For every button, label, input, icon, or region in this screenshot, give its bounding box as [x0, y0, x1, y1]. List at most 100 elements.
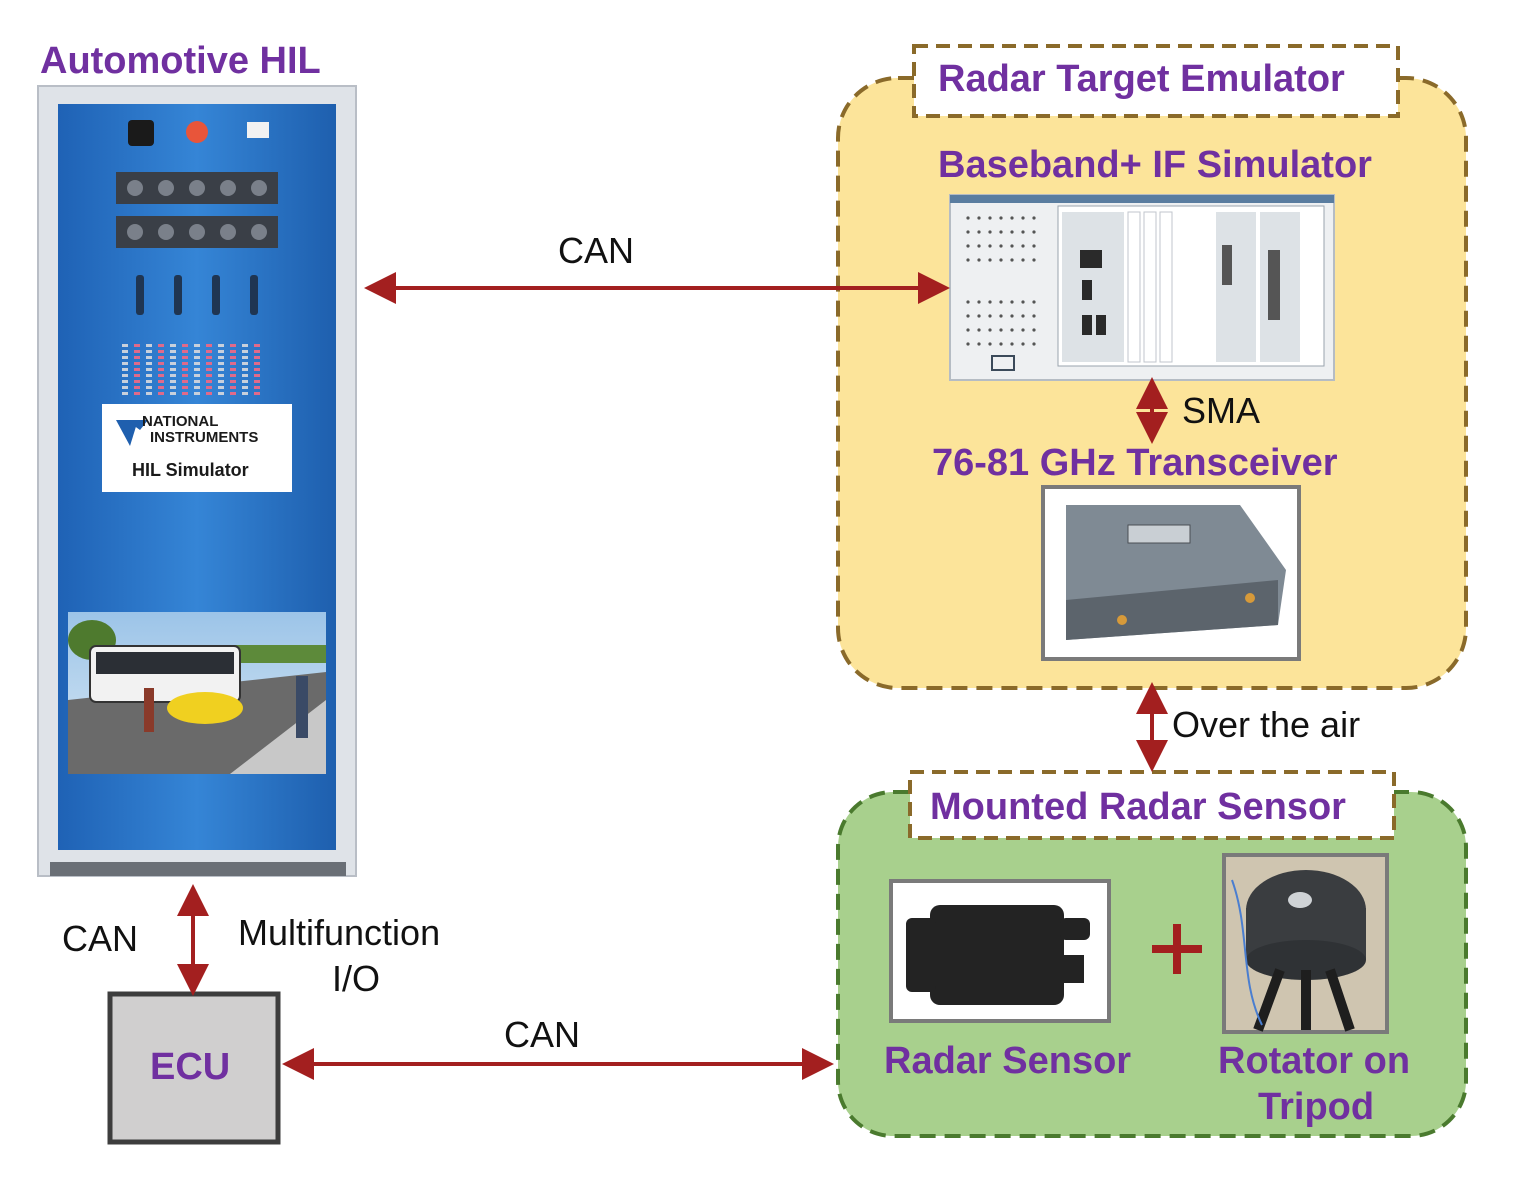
panel-dot [1032, 230, 1036, 234]
breakout-jack [158, 368, 164, 371]
rack-switch-icon [128, 120, 154, 146]
breakout-jack [158, 392, 164, 395]
panel-dot [1021, 314, 1025, 318]
breakout-jack [218, 362, 224, 365]
breakout-jack [182, 362, 188, 365]
breakout-jack [134, 386, 140, 389]
plus-sign-icon [1152, 924, 1202, 974]
io-label: I/O [332, 958, 381, 999]
breakout-jack [218, 392, 224, 395]
breakout-jack [242, 350, 248, 353]
breakout-jack [122, 386, 128, 389]
panel-dot [988, 258, 992, 262]
breakout-jack [194, 344, 200, 347]
breakout-jack [206, 386, 212, 389]
baseband-if-simulator-label: Baseband+ IF Simulator [938, 144, 1372, 186]
panel-dot [999, 230, 1003, 234]
breakout-jack [146, 374, 152, 377]
breakout-jack [194, 350, 200, 353]
panel-dot [1021, 216, 1025, 220]
rotator-tripod-image [1222, 853, 1389, 1034]
panel-dot [966, 216, 970, 220]
breakout-jack [242, 356, 248, 359]
ecu-label: ECU [150, 1046, 231, 1088]
breakout-jack [254, 374, 260, 377]
chassis-panel-dots [966, 216, 1036, 346]
breakout-jack [254, 356, 260, 359]
breakout-jack [146, 386, 152, 389]
traffic-scene-image [68, 612, 326, 774]
panel-dot [1032, 258, 1036, 262]
panel-dot [977, 258, 981, 262]
panel-dot [966, 314, 970, 318]
breakout-jack [146, 362, 152, 365]
breakout-jack [122, 380, 128, 383]
breakout-jack [218, 386, 224, 389]
breakout-jack [254, 362, 260, 365]
emulator-title: Radar Target Emulator [938, 58, 1345, 100]
breakout-jack [254, 386, 260, 389]
breakout-jack [218, 368, 224, 371]
breakout-jack [230, 392, 236, 395]
breakout-jack [254, 392, 260, 395]
panel-dot [1032, 216, 1036, 220]
breakout-jack [146, 380, 152, 383]
breakout-jack [170, 344, 176, 347]
can-label-hil-ecu: CAN [62, 918, 139, 959]
breakout-jack [134, 380, 140, 383]
panel-dot [1010, 258, 1014, 262]
panel-dot [988, 328, 992, 332]
sensor-group-title: Mounted Radar Sensor [930, 786, 1346, 828]
panel-dot [1032, 342, 1036, 346]
breakout-jack [122, 374, 128, 377]
breakout-jack [206, 362, 212, 365]
breakout-jack [206, 356, 212, 359]
breakout-jack [182, 392, 188, 395]
baseband-if-simulator-image [949, 194, 1335, 381]
breakout-jack [122, 392, 128, 395]
breakout-jack [134, 356, 140, 359]
ni-logo-icon [116, 420, 138, 446]
panel-dot [988, 216, 992, 220]
breakout-jack [170, 392, 176, 395]
breakout-jack [242, 392, 248, 395]
panel-dot [977, 314, 981, 318]
panel-dot [988, 244, 992, 248]
breakout-jack [194, 362, 200, 365]
panel-dot [1032, 328, 1036, 332]
panel-dot [999, 258, 1003, 262]
panel-dot [1021, 258, 1025, 262]
breakout-jack [194, 356, 200, 359]
breakout-jack [242, 386, 248, 389]
panel-dot [988, 230, 992, 234]
breakout-jack [206, 344, 212, 347]
breakout-jack [242, 374, 248, 377]
panel-dot [988, 314, 992, 318]
breakout-jack [170, 374, 176, 377]
breakout-jack [170, 380, 176, 383]
panel-dot [1032, 300, 1036, 304]
breakout-jack [206, 392, 212, 395]
hil-rack-image [37, 85, 357, 877]
panel-dot [1010, 244, 1014, 248]
breakout-jack [218, 356, 224, 359]
breakout-jack [158, 374, 164, 377]
breakout-jack [206, 374, 212, 377]
breakout-jack [146, 392, 152, 395]
breakout-jack [254, 368, 260, 371]
panel-dot [966, 258, 970, 262]
breakout-jack [122, 356, 128, 359]
breakout-jack [158, 350, 164, 353]
breakout-jack [230, 374, 236, 377]
transceiver-image [1041, 485, 1301, 661]
breakout-jack [218, 374, 224, 377]
panel-dot [977, 300, 981, 304]
breakout-jack [158, 380, 164, 383]
breakout-jack [194, 380, 200, 383]
panel-dot [999, 314, 1003, 318]
breakout-jack [170, 356, 176, 359]
breakout-jack [218, 380, 224, 383]
panel-dot [977, 216, 981, 220]
breakout-jack [206, 368, 212, 371]
panel-dot [1032, 314, 1036, 318]
